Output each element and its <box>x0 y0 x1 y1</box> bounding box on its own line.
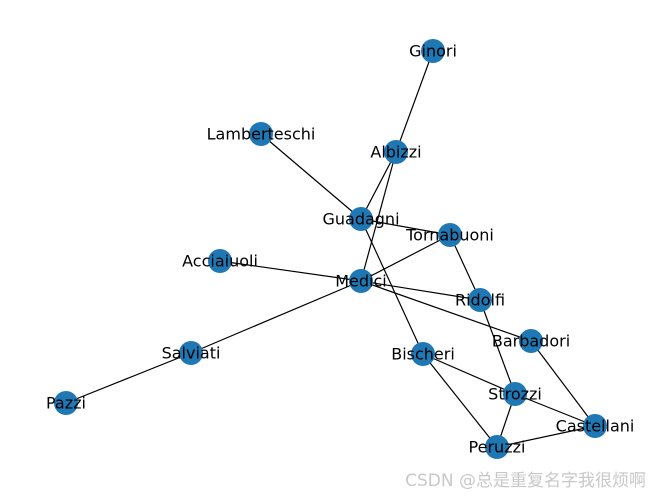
edge-ginori-albizzi <box>395 50 434 153</box>
node-label: Castellani <box>556 417 635 436</box>
node-label: Ginori <box>409 42 457 61</box>
node-circle <box>583 414 607 438</box>
node-label: Acciaiuoli <box>182 252 258 271</box>
node-medici: Medici <box>335 269 387 293</box>
node-label: Salviati <box>162 344 221 363</box>
edge-tornabuoni-medici <box>360 234 451 282</box>
node-circle <box>349 207 373 231</box>
edge-guadagni-tornabuoni <box>360 218 451 236</box>
node-circle <box>179 341 203 365</box>
edge-medici-ridolfi <box>360 280 481 301</box>
edge-ridolfi-strozzi <box>479 299 516 395</box>
node-label: Strozzi <box>488 385 542 404</box>
node-circle <box>208 249 232 273</box>
edge-medici-salviati <box>190 280 362 354</box>
node-circle <box>485 435 509 459</box>
edge-medici-barbadori <box>360 280 532 342</box>
edge-albizzi-guadagni <box>360 151 397 220</box>
edge-barbadori-castellani <box>530 340 596 427</box>
node-circle <box>503 382 527 406</box>
node-circle <box>411 342 435 366</box>
node-castellani: Castellani <box>556 414 635 438</box>
node-guadagni: Guadagni <box>322 207 400 231</box>
node-circle <box>421 39 445 63</box>
edge-lamberteschi-guadagni <box>260 133 362 220</box>
node-label: Bischeri <box>391 345 455 364</box>
node-label: Peruzzi <box>469 438 526 457</box>
node-bischeri: Bischeri <box>391 342 455 366</box>
edge-salviati-pazzi <box>65 352 192 404</box>
node-circle <box>519 329 543 353</box>
node-label: Medici <box>335 272 387 291</box>
node-barbadori: Barbadori <box>492 329 570 353</box>
node-ridolfi: Ridolfi <box>455 288 505 312</box>
node-label: Ridolfi <box>455 291 505 310</box>
edge-layer <box>65 50 596 448</box>
node-label: Albizzi <box>370 143 421 162</box>
node-label: Pazzi <box>46 394 86 413</box>
node-circle <box>54 391 78 415</box>
node-acciaiuoli: Acciaiuoli <box>182 249 258 273</box>
watermark-text: CSDN @总是重复名字我很烦啊 <box>405 471 646 491</box>
edge-albizzi-medici <box>360 151 397 282</box>
edge-acciaiuoli-medici <box>219 260 362 282</box>
node-circle <box>384 140 408 164</box>
node-salviati: Salviati <box>162 341 221 365</box>
node-layer: GinoriLamberteschiAlbizziGuadagniTornabu… <box>46 39 634 459</box>
node-peruzzi: Peruzzi <box>469 435 526 459</box>
node-label: Tornabuoni <box>405 226 494 245</box>
node-circle <box>468 288 492 312</box>
node-circle <box>349 269 373 293</box>
edge-bischeri-peruzzi <box>422 353 498 448</box>
node-albizzi: Albizzi <box>370 140 422 164</box>
edge-strozzi-castellani <box>514 393 596 427</box>
node-ginori: Ginori <box>409 39 457 63</box>
node-label: Guadagni <box>322 210 399 229</box>
node-label: Lamberteschi <box>207 125 316 144</box>
node-pazzi: Pazzi <box>46 391 86 415</box>
node-circle <box>438 223 462 247</box>
edge-bischeri-strozzi <box>422 353 516 395</box>
node-tornabuoni: Tornabuoni <box>405 223 494 247</box>
node-circle <box>249 122 273 146</box>
edge-castellani-peruzzi <box>496 425 596 448</box>
node-label: Barbadori <box>492 332 570 351</box>
node-strozzi: Strozzi <box>488 382 542 406</box>
node-lamberteschi: Lamberteschi <box>207 122 316 146</box>
